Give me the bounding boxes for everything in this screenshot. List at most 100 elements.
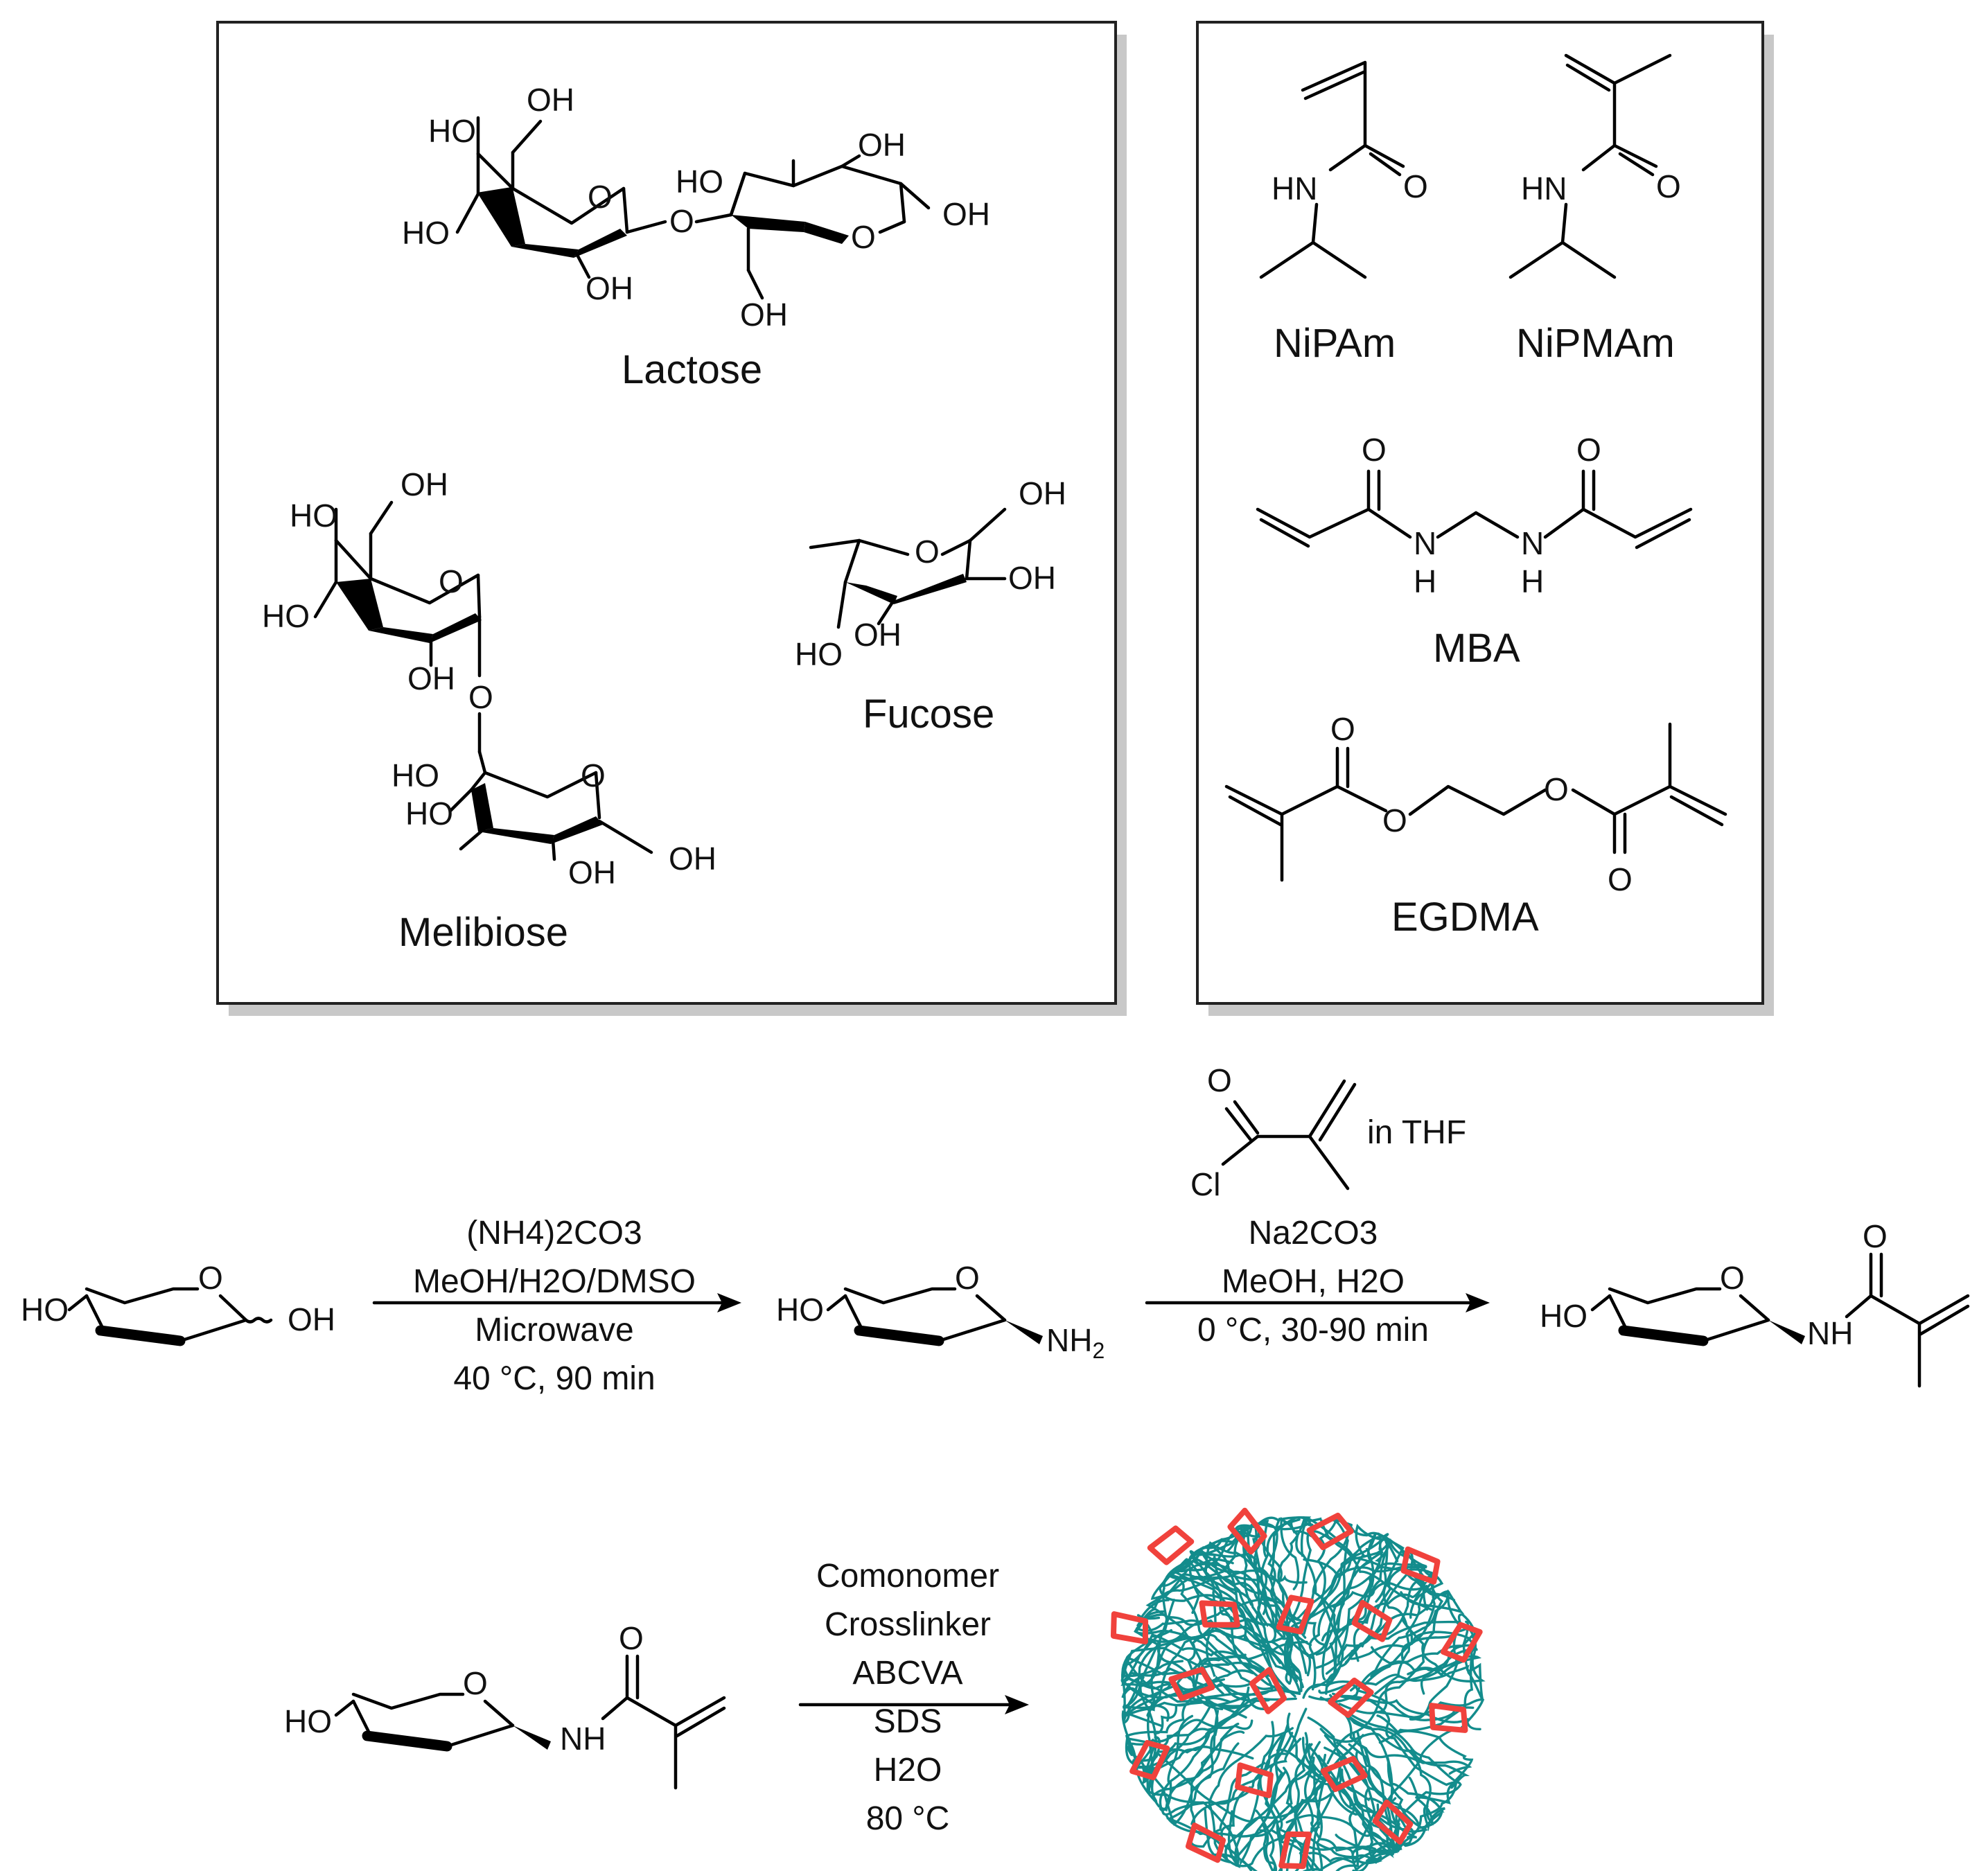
egdma-label: EGDMA bbox=[1391, 895, 1539, 940]
polymer-chain bbox=[1208, 1727, 1294, 1868]
polymer-chain bbox=[1285, 1732, 1309, 1871]
carbohydrate-panel: OH HO HO OH O O HO OH OH O OH Lactose bbox=[216, 21, 1127, 1016]
polymer-chain bbox=[1296, 1523, 1391, 1658]
polymer-chain bbox=[1189, 1710, 1266, 1848]
sugar-marker bbox=[1429, 1703, 1468, 1733]
reaction3-line5: H2O bbox=[874, 1752, 942, 1789]
polymer-chain bbox=[1285, 1732, 1400, 1852]
polymer-chain bbox=[1125, 1659, 1254, 1757]
monomer-o: O bbox=[619, 1620, 644, 1656]
lactose-ho-1: HO bbox=[428, 113, 476, 149]
reaction2-line1: Na2CO3 bbox=[1249, 1215, 1378, 1251]
melibiose-ho-4: HO bbox=[405, 796, 453, 832]
fucose-structure: O OH OH OH HO Fucose bbox=[795, 475, 1066, 737]
nipmam-o: O bbox=[1656, 168, 1681, 204]
glycomonomer-reactant: HO O NH O bbox=[284, 1620, 726, 1790]
lactose-glycosidic-o: O bbox=[669, 203, 694, 239]
mba-o-1: O bbox=[1362, 432, 1387, 468]
methacryloyl-chloride: O Cl in THF bbox=[1190, 1062, 1466, 1202]
starting-sugar: HO O OH bbox=[21, 1260, 335, 1346]
sugar-marker bbox=[1440, 1622, 1483, 1663]
nipam-o: O bbox=[1403, 168, 1428, 204]
sugar-marker bbox=[1199, 1600, 1240, 1628]
polymer-chain bbox=[1204, 1541, 1285, 1695]
egdma-o-2: O bbox=[1382, 802, 1407, 838]
sugar-marker bbox=[1147, 1525, 1195, 1565]
lactose-oh-4: OH bbox=[858, 127, 906, 163]
synthesis-row: HO O OH (NH4)2CO3 MeOH/H2O/DMSO Microwav… bbox=[21, 1062, 1970, 1397]
polymer-chain bbox=[1308, 1694, 1481, 1731]
sugar-marker bbox=[1110, 1611, 1149, 1644]
polymer-chain bbox=[1318, 1683, 1475, 1722]
melibiose-ho-2: HO bbox=[262, 598, 310, 634]
polymer-chain bbox=[1252, 1518, 1301, 1685]
mba-h-1: H bbox=[1414, 563, 1436, 599]
polymer-chain bbox=[1348, 1712, 1459, 1804]
melibiose-ring-o-2: O bbox=[581, 757, 606, 793]
lactose-structure: OH HO HO OH O O HO OH OH O OH Lactose bbox=[402, 82, 990, 392]
polymerization-row: HO O NH O Comonomer Crosslinker ABCVA SD… bbox=[284, 1507, 1486, 1871]
mba-n-2: N bbox=[1521, 525, 1544, 561]
amine-ring-o: O bbox=[955, 1260, 980, 1296]
reaction1-line2: MeOH/H2O/DMSO bbox=[413, 1263, 696, 1300]
sugar-marker bbox=[1328, 1677, 1374, 1719]
sugar-marker bbox=[1129, 1739, 1170, 1781]
arrow-2: Na2CO3 MeOH, H2O 0 °C, 30-90 min bbox=[1145, 1215, 1490, 1349]
mba-o-2: O bbox=[1576, 432, 1601, 468]
sugar-marker bbox=[1278, 1831, 1312, 1870]
fucose-label: Fucose bbox=[863, 692, 994, 737]
lactose-ho-2: HO bbox=[402, 215, 450, 251]
polymer-chain bbox=[1186, 1617, 1312, 1719]
nipmam-label: NiPMAm bbox=[1516, 321, 1675, 366]
start-oh: OH bbox=[288, 1301, 335, 1337]
polymer-chain bbox=[1305, 1772, 1402, 1865]
melibiose-oh-anomeric: OH bbox=[669, 841, 716, 877]
melibiose-ho-3: HO bbox=[392, 757, 439, 793]
fucose-ring-o: O bbox=[915, 534, 940, 570]
fucose-oh-1: OH bbox=[1019, 475, 1066, 511]
polymer-chain bbox=[1315, 1536, 1389, 1656]
reaction3-line6: 80 °C bbox=[866, 1800, 950, 1837]
reaction3-line2: Crosslinker bbox=[825, 1606, 991, 1643]
arrow-1: (NH4)2CO3 MeOH/H2O/DMSO Microwave 40 °C,… bbox=[372, 1215, 741, 1397]
sugar-marker bbox=[1185, 1822, 1226, 1863]
glycosylamine: HO O NH2 bbox=[776, 1260, 1105, 1363]
sugar-marker bbox=[1320, 1755, 1368, 1793]
nipmam-hn: HN bbox=[1521, 170, 1567, 207]
nipam-structure: HN O NiPAm bbox=[1259, 60, 1428, 366]
lactose-ring-o-2: O bbox=[851, 219, 876, 255]
polymer-chain bbox=[1376, 1714, 1474, 1838]
polymer-chain bbox=[1254, 1517, 1300, 1669]
sugar-marker bbox=[1372, 1799, 1414, 1845]
polymer-chain bbox=[1326, 1571, 1444, 1765]
polymer-chain bbox=[1336, 1564, 1436, 1635]
product-o: O bbox=[1863, 1218, 1888, 1254]
reaction2-reagent-note: in THF bbox=[1367, 1114, 1466, 1151]
melibiose-structure: OH HO HO O OH O HO HO O OH OH Melibiose bbox=[262, 466, 716, 955]
acyl-cl: Cl bbox=[1190, 1166, 1220, 1202]
start-ho: HO bbox=[21, 1292, 69, 1328]
melibiose-oh-mid: OH bbox=[407, 660, 455, 696]
polymer-chain bbox=[1308, 1562, 1427, 1691]
lactose-oh-5: OH bbox=[942, 196, 990, 232]
nipam-label: NiPAm bbox=[1274, 321, 1396, 366]
product-nh: NH bbox=[1807, 1315, 1853, 1351]
reaction1-line1: (NH4)2CO3 bbox=[466, 1215, 642, 1251]
melibiose-label: Melibiose bbox=[398, 910, 568, 955]
reaction1-line3: Microwave bbox=[475, 1312, 633, 1349]
egdma-structure: O O O O EGDMA bbox=[1224, 711, 1727, 940]
monomer-nh: NH bbox=[560, 1721, 606, 1757]
fucose-oh-3: OH bbox=[854, 617, 901, 653]
polymer-chain bbox=[1165, 1701, 1315, 1838]
egdma-o-3: O bbox=[1544, 771, 1569, 807]
sugar-marker bbox=[1400, 1546, 1441, 1585]
sugar-marker bbox=[1306, 1512, 1354, 1551]
melibiose-oh-bottom: OH bbox=[568, 854, 616, 890]
melibiose-linker-o: O bbox=[468, 679, 493, 715]
reaction3-line4: SDS bbox=[874, 1703, 942, 1740]
lactose-oh-6: OH bbox=[740, 297, 788, 333]
glycomonomer-product: HO O NH O bbox=[1540, 1218, 1970, 1388]
polymer-chain bbox=[1125, 1598, 1326, 1659]
melibiose-oh-top: OH bbox=[401, 466, 448, 502]
arrow-3: Comonomer Crosslinker ABCVA SDS H2O 80 °… bbox=[798, 1558, 1029, 1837]
